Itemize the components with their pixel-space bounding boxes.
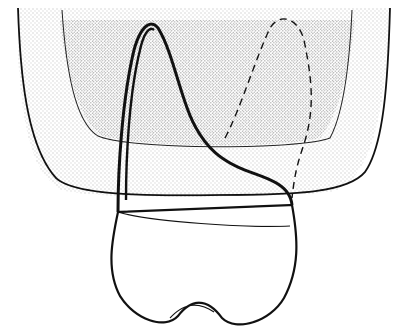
bone-region [0,0,401,200]
